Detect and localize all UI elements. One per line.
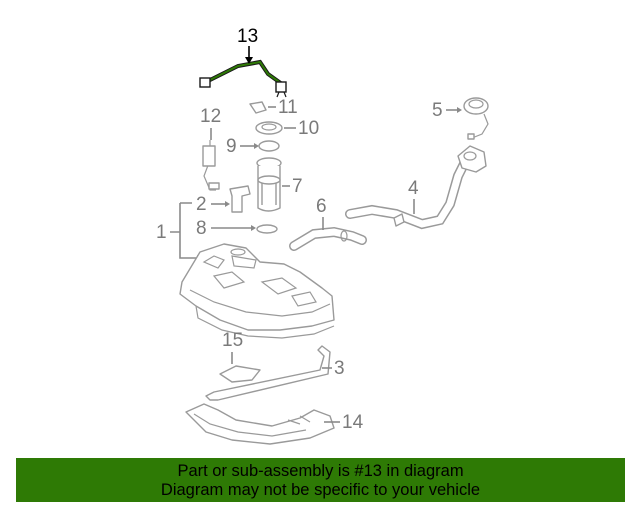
leader-2-arrow (225, 201, 230, 207)
part-15-shield-pad (219, 365, 261, 383)
leader-8-arrow (251, 225, 256, 231)
part-11-clip (249, 101, 267, 114)
callout-15: 15 (222, 330, 243, 351)
part-8-o-ring (256, 224, 278, 234)
part-3-strap (205, 345, 331, 401)
leader-9-arrow (254, 143, 259, 149)
callout-2: 2 (196, 194, 207, 215)
part-4-filler-pipe (345, 145, 487, 230)
callout-4: 4 (408, 178, 419, 199)
part-1-fuel-tank (179, 243, 335, 339)
part-5-fuel-cap (463, 97, 489, 140)
part-14-tank-shield (185, 403, 335, 445)
callout-10: 10 (298, 118, 319, 139)
leader-5-arrow (457, 107, 462, 113)
banner-line-2: Diagram may not be specific to your vehi… (160, 481, 481, 499)
callout-1: 1 (156, 222, 167, 243)
leader-1 (170, 202, 198, 259)
callout-5: 5 (432, 100, 443, 121)
part-9-seal (258, 140, 280, 152)
info-banner: Part or sub-assembly is #13 in diagram D… (16, 458, 625, 502)
part-2-valve (229, 185, 251, 213)
callout-11: 11 (278, 97, 298, 118)
callout-8: 8 (196, 218, 207, 239)
part-10-lock-ring (255, 121, 283, 135)
callout-13: 13 (237, 26, 258, 47)
callout-6: 6 (316, 196, 327, 217)
part-12-sender (202, 140, 220, 191)
leader-13-arrow (245, 57, 253, 64)
callout-14: 14 (342, 412, 364, 433)
part-13-wiring-harness[interactable] (199, 59, 287, 98)
callout-3: 3 (334, 358, 345, 379)
banner-line-1: Part or sub-assembly is #13 in diagram (177, 462, 464, 480)
callout-12: 12 (200, 106, 221, 127)
part-6-hose (289, 226, 367, 251)
callout-9: 9 (226, 136, 237, 157)
parts-diagram: 13 11 10 9 7 12 2 8 1 (156, 26, 489, 445)
part-7-fuel-pump-module (256, 157, 282, 212)
callout-7: 7 (292, 176, 303, 197)
